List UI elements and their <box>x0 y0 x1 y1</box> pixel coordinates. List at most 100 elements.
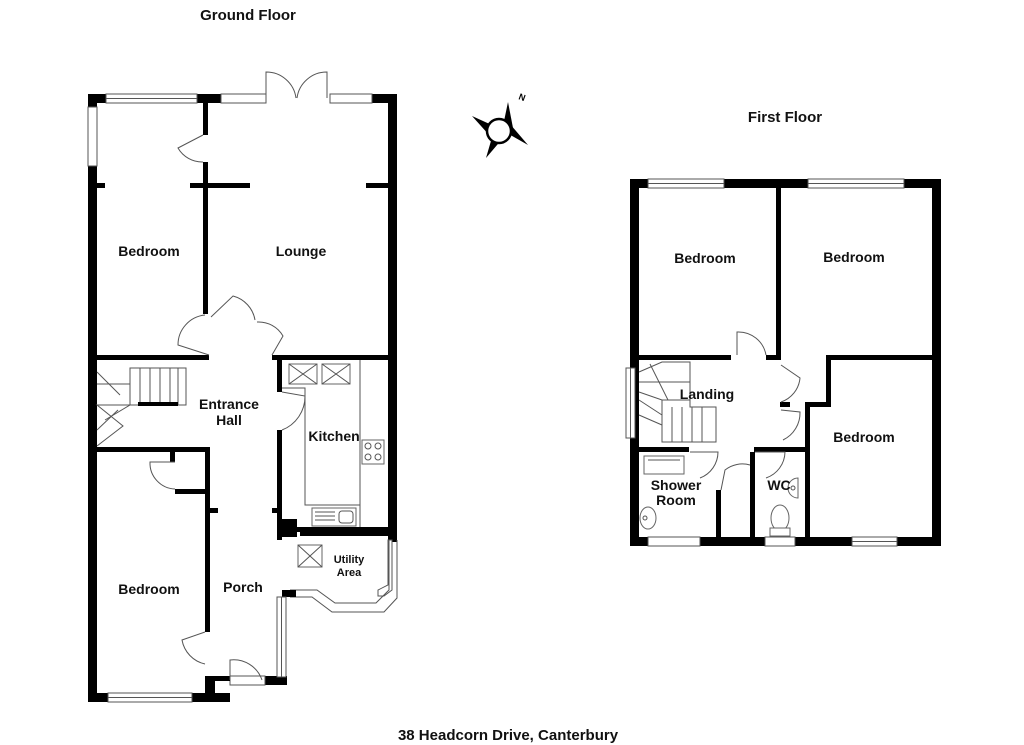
wall <box>795 537 852 546</box>
wall <box>904 179 941 188</box>
wc-basin <box>787 477 799 499</box>
door-bedroom-front <box>181 631 206 665</box>
room-label-utility: Utility <box>334 554 365 566</box>
window <box>647 536 701 547</box>
wall <box>388 532 397 542</box>
shower-tray <box>643 455 685 475</box>
compass-icon: N <box>472 91 528 158</box>
door-front <box>229 659 263 681</box>
wall <box>388 94 397 532</box>
room-label-room: Room <box>656 492 696 508</box>
wall <box>366 183 388 188</box>
wall <box>277 430 282 540</box>
room-label-porch: Porch <box>223 579 263 595</box>
wall <box>700 537 765 546</box>
wall <box>205 447 210 632</box>
room-label-landing: Landing <box>680 386 734 402</box>
wall <box>372 94 397 103</box>
door-bedroom <box>177 134 204 163</box>
wall <box>88 94 97 702</box>
wall <box>282 590 296 597</box>
compass-north-label: N <box>517 91 527 103</box>
door-cupboard <box>149 461 176 490</box>
wall <box>265 676 287 685</box>
wall <box>766 355 776 360</box>
wall <box>826 355 932 360</box>
wall <box>210 676 230 681</box>
room-label-bedroom-2: Bedroom <box>823 249 884 265</box>
property-address: 38 Headcorn Drive, Canterbury <box>398 727 619 744</box>
wall <box>630 179 648 188</box>
wall <box>88 94 106 103</box>
door-bedroom-hall <box>177 314 210 356</box>
wall <box>170 447 175 462</box>
front-door-threshold <box>229 675 266 686</box>
wall <box>272 355 388 360</box>
wall <box>97 447 207 452</box>
room-label-lounge: Lounge <box>276 243 327 259</box>
wall <box>282 527 388 532</box>
wall <box>776 188 781 360</box>
door-lounge-right <box>256 321 284 356</box>
room-label-bedroom-rear: Bedroom <box>118 243 179 259</box>
door-wc <box>755 451 786 479</box>
wall <box>205 676 215 702</box>
wall <box>175 489 207 494</box>
wall <box>277 360 282 392</box>
ground-floor-title: Ground Floor <box>200 7 296 24</box>
wall <box>805 402 810 542</box>
toilet <box>770 504 790 532</box>
window <box>87 106 98 167</box>
wall <box>897 537 941 546</box>
wall <box>639 355 731 360</box>
stair-rail <box>138 402 178 406</box>
basin <box>639 506 657 530</box>
wall <box>754 447 810 452</box>
first-floor-plan: First Floor <box>625 109 941 547</box>
toilet-cistern <box>769 527 791 537</box>
wall <box>203 162 208 314</box>
room-label-entrance: Entrance <box>199 396 259 412</box>
wall <box>630 537 648 546</box>
wall <box>826 355 831 405</box>
wall <box>780 402 790 407</box>
wall <box>197 94 221 103</box>
window <box>329 93 373 104</box>
room-label-wc: WC <box>767 477 790 493</box>
wall <box>97 355 209 360</box>
stairs <box>95 367 187 447</box>
french-door-left <box>265 71 297 99</box>
wall <box>630 179 639 546</box>
window <box>764 536 796 547</box>
door-landing-cupboard <box>720 463 751 491</box>
hob <box>361 439 385 465</box>
french-door-right <box>296 71 328 99</box>
wall <box>97 183 105 188</box>
wall <box>750 452 755 540</box>
wall <box>190 183 250 188</box>
door-kitchen <box>281 391 306 431</box>
wall <box>282 519 297 537</box>
wall <box>88 693 108 702</box>
wall <box>716 490 721 540</box>
utility-area <box>276 532 398 678</box>
wall <box>932 179 941 546</box>
wall <box>210 508 218 513</box>
wall <box>203 103 208 135</box>
room-label-shower: Shower <box>651 477 702 493</box>
first-floor-title: First Floor <box>748 109 822 126</box>
wall <box>272 508 280 513</box>
kitchen-units <box>282 360 385 527</box>
room-label-hall: Hall <box>216 412 242 428</box>
room-label-bedroom-1: Bedroom <box>674 250 735 266</box>
room-label-bedroom-3: Bedroom <box>833 429 894 445</box>
wall <box>724 179 808 188</box>
ground-floor-plan: Ground Floor <box>87 7 398 703</box>
wall <box>300 532 388 536</box>
stairs <box>638 361 717 443</box>
wall <box>639 447 689 452</box>
door-lounge-left <box>210 295 256 321</box>
door-shower <box>690 451 719 479</box>
door-bedroom-1 <box>736 331 767 356</box>
